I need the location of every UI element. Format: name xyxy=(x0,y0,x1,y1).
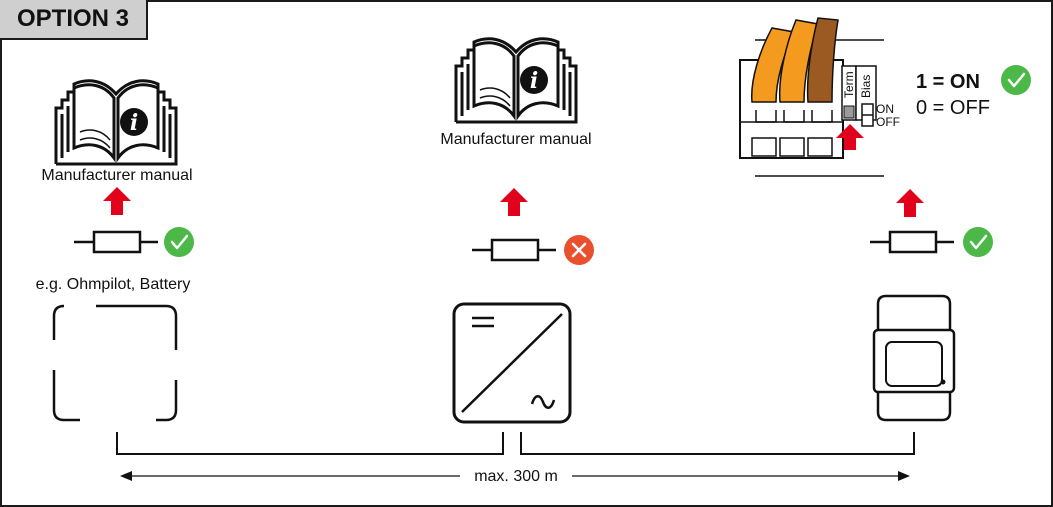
manual-label-left: Manufacturer manual xyxy=(41,167,192,184)
bus-line-right xyxy=(520,432,915,455)
term-label: Term xyxy=(842,71,856,98)
distance-arrow xyxy=(120,471,910,481)
energy-meter-icon xyxy=(872,294,956,422)
check-icon xyxy=(961,225,995,259)
manual-label-middle: Manufacturer manual xyxy=(440,131,591,148)
inverter-icon xyxy=(452,302,572,424)
switch-on-label: ON xyxy=(876,102,894,116)
manual-book-icon xyxy=(54,79,178,166)
check-icon xyxy=(999,63,1033,97)
check-icon xyxy=(162,225,196,259)
resistor-icon xyxy=(470,238,558,262)
device-left-label: e.g. Ohmpilot, Battery xyxy=(36,276,191,293)
generic-device-icon xyxy=(52,304,178,422)
up-arrow-icon xyxy=(896,189,924,217)
up-arrow-icon xyxy=(836,124,864,150)
up-arrow-icon xyxy=(103,187,131,215)
up-arrow-icon xyxy=(500,188,528,216)
bus-line-left xyxy=(116,432,504,455)
distance-label: max. 300 m xyxy=(474,468,558,485)
cross-icon xyxy=(562,233,596,267)
switch-off-label: OFF xyxy=(876,115,900,129)
resistor-icon xyxy=(868,230,956,254)
legend-on-text: 1 = ON xyxy=(916,71,980,93)
legend-off-text: 0 = OFF xyxy=(916,97,990,119)
terminal-block-photo xyxy=(739,17,884,177)
manual-book-icon xyxy=(454,37,578,124)
option-label: OPTION 3 xyxy=(0,0,148,40)
resistor-icon xyxy=(72,230,160,254)
bias-label: Bias xyxy=(859,75,873,98)
